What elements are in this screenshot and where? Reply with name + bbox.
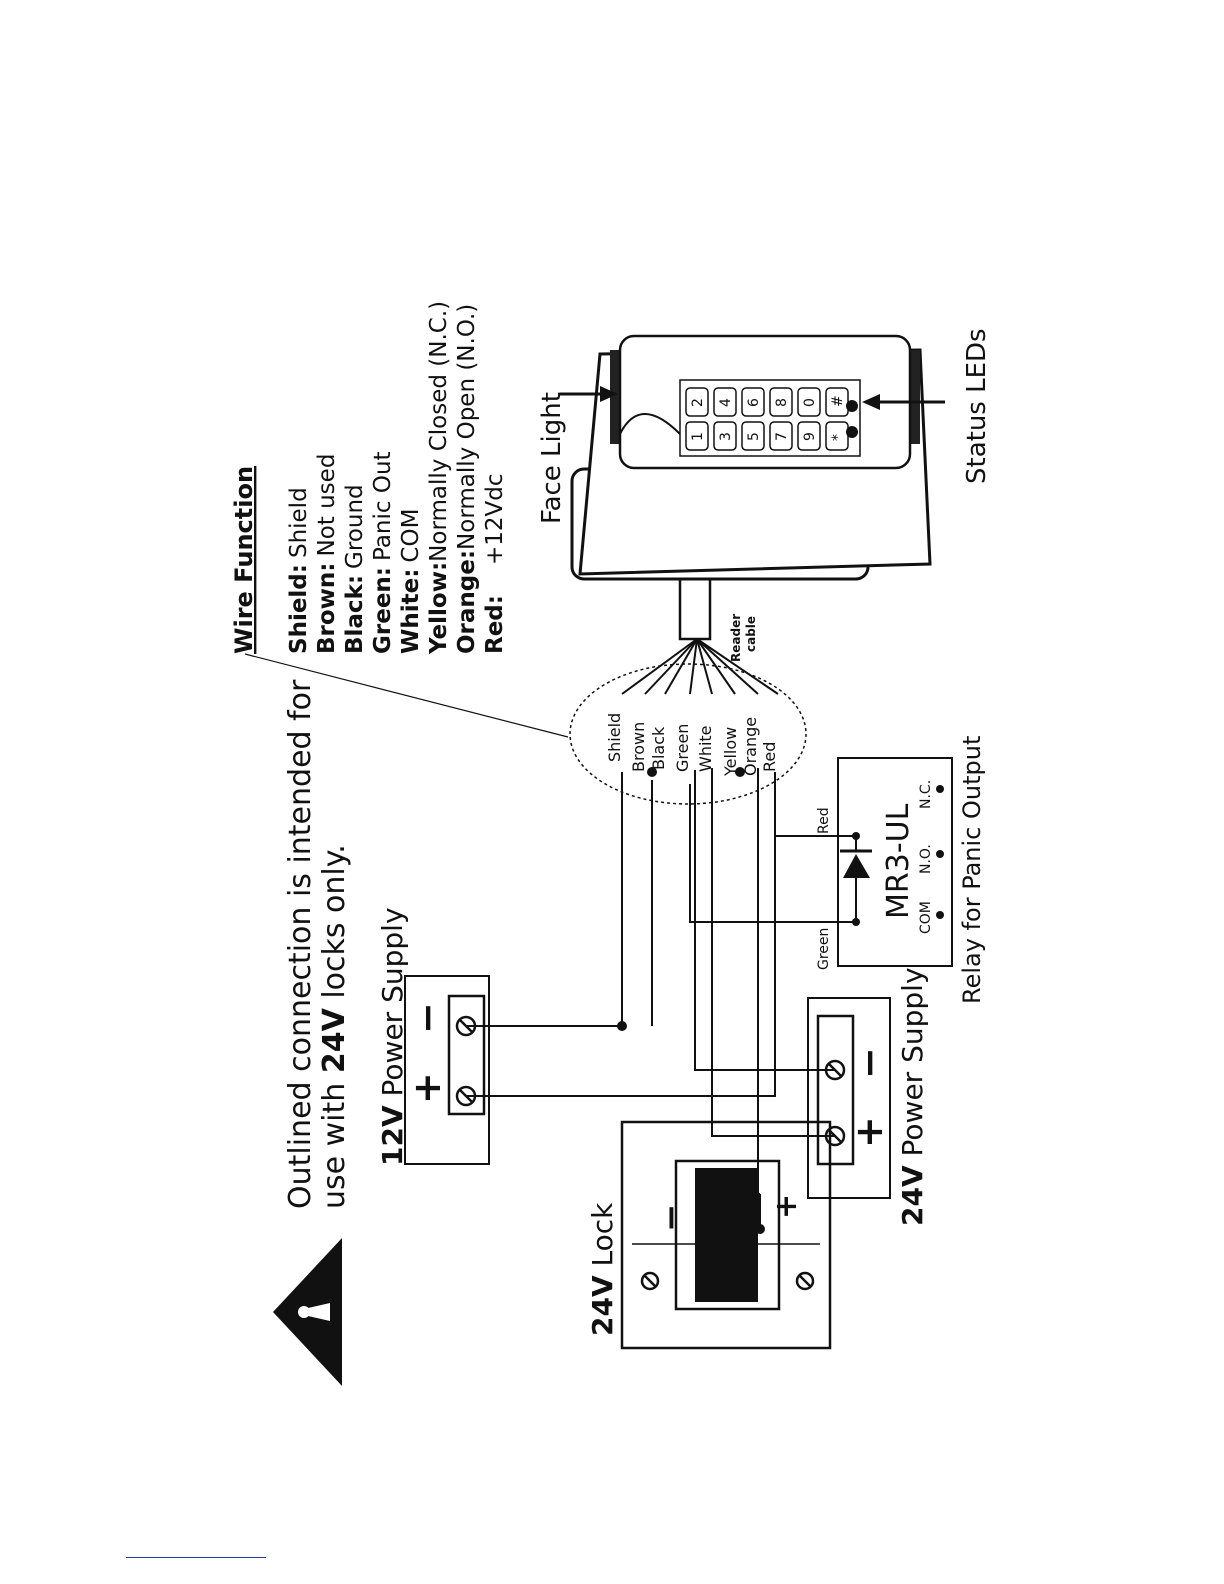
svg-text:3: 3 bbox=[718, 432, 734, 441]
svg-text:8: 8 bbox=[774, 398, 790, 407]
key-6: 6 bbox=[741, 387, 765, 417]
relay-name: MR3-UL bbox=[881, 803, 916, 919]
lock-diode bbox=[699, 1171, 761, 1229]
leader-line bbox=[244, 653, 569, 738]
svg-text:0: 0 bbox=[802, 398, 818, 407]
key-5: 5 bbox=[741, 421, 765, 451]
relay-com-label: COM bbox=[918, 901, 934, 934]
wire-row-1: Brown:Not used bbox=[314, 454, 340, 654]
wire-label-black: Black bbox=[649, 726, 668, 770]
svg-text:7: 7 bbox=[774, 432, 790, 441]
power-12v-plus: + bbox=[405, 1072, 449, 1104]
svg-text:*: * bbox=[830, 434, 846, 441]
wire-label-white: White bbox=[696, 725, 715, 772]
lock-24v: 24V Lock − + bbox=[586, 1120, 832, 1350]
power-supply-24v: 24V Power Supply + − bbox=[807, 967, 929, 1226]
wire-label-shield: Shield bbox=[605, 713, 624, 762]
reader-cable-label-2: cable bbox=[744, 616, 758, 652]
wire-label-green: Green bbox=[673, 724, 692, 772]
wire-label-brown: Brown bbox=[629, 722, 648, 772]
wire-function-title: Wire Function bbox=[230, 466, 258, 654]
svg-text:6: 6 bbox=[746, 398, 762, 407]
relay-no-label: N.O. bbox=[918, 844, 934, 874]
wire-label-orange: Orange bbox=[741, 717, 760, 776]
power-supply-12v: 12V Power Supply + − bbox=[376, 907, 490, 1166]
reader-device: 1 2 3 4 5 6 7 8 9 0 * # bbox=[570, 334, 932, 581]
key-1: 1 bbox=[685, 421, 709, 451]
svg-text:2: 2 bbox=[690, 398, 706, 407]
key-8: 8 bbox=[769, 387, 793, 417]
relay-caption: Relay for Panic Output bbox=[958, 736, 986, 1004]
key-4: 4 bbox=[713, 387, 737, 417]
footnote-rule bbox=[126, 1557, 266, 1558]
wire-label-yellow: Yellow bbox=[721, 727, 740, 777]
wire-labels: Shield Brown Black Green White Yellow Or… bbox=[605, 713, 779, 777]
wire-bundle-outline bbox=[569, 663, 807, 805]
status-leds-label: Status LEDs bbox=[962, 328, 992, 484]
relay-mr3-ul: MR3-UL Relay for Panic Output COM N.O. N… bbox=[816, 736, 986, 1004]
wire-row-5: Yellow:Normally Closed (N.C.) bbox=[426, 301, 452, 655]
cable-fan bbox=[621, 638, 779, 695]
wire-label-red: Red bbox=[760, 742, 779, 772]
power-24v-plus: + bbox=[847, 1116, 891, 1148]
relay-nc-label: N.C. bbox=[918, 780, 934, 809]
wiring bbox=[466, 768, 855, 1229]
relay-green-label: Green bbox=[816, 928, 832, 970]
key-9: 9 bbox=[797, 421, 821, 451]
svg-text:4: 4 bbox=[718, 398, 734, 407]
power-24v-label: 24V Power Supply bbox=[896, 967, 929, 1226]
warning-icon bbox=[273, 1238, 342, 1386]
wire-row-0: Shield:Shield bbox=[286, 487, 312, 654]
wire-row-2: Black:Ground bbox=[342, 484, 368, 654]
power-12v-minus: − bbox=[405, 1002, 449, 1034]
power-24v-minus: − bbox=[847, 1047, 891, 1079]
lock-24v-label: 24V Lock bbox=[586, 1202, 619, 1336]
reader-cable-label-1: Reader bbox=[729, 614, 743, 662]
svg-text:9: 9 bbox=[802, 432, 818, 441]
svg-text:5: 5 bbox=[746, 432, 762, 441]
junction-12v bbox=[617, 1021, 627, 1031]
relay-red-label: Red bbox=[816, 807, 832, 834]
warning-line-1: Outlined connection is intended for bbox=[283, 679, 318, 1209]
wire-row-6: Orange:Normally Open (N.O.) bbox=[454, 304, 480, 654]
wire-row-3: Green:Panic Out bbox=[370, 451, 396, 654]
rotated-diagram: Outlined connection is intended for use … bbox=[230, 301, 992, 1386]
svg-text:1: 1 bbox=[690, 432, 706, 441]
warning-line-2: use with 24V locks only. bbox=[317, 844, 352, 1209]
lock-plus: + bbox=[769, 1194, 804, 1219]
lock-minus: − bbox=[651, 1204, 691, 1233]
junction-orange bbox=[735, 767, 745, 777]
power-12v-label: 12V Power Supply bbox=[376, 907, 409, 1166]
key-0: 0 bbox=[797, 387, 821, 417]
keypad: 1 2 3 4 5 6 7 8 9 0 * # bbox=[679, 379, 861, 457]
key-7: 7 bbox=[769, 421, 793, 451]
wire-function-table: Wire Function Shield:Shield Brown:Not us… bbox=[230, 301, 508, 655]
svg-text:#: # bbox=[830, 395, 846, 407]
reader-cable bbox=[678, 577, 712, 641]
face-light-label: Face Light bbox=[537, 392, 567, 524]
wire-row-7: Red:+12Vdc bbox=[482, 473, 508, 654]
wire-row-4: White:COM bbox=[398, 509, 424, 654]
key-3: 3 bbox=[713, 421, 737, 451]
junction-black bbox=[647, 767, 657, 777]
key-2: 2 bbox=[685, 387, 709, 417]
